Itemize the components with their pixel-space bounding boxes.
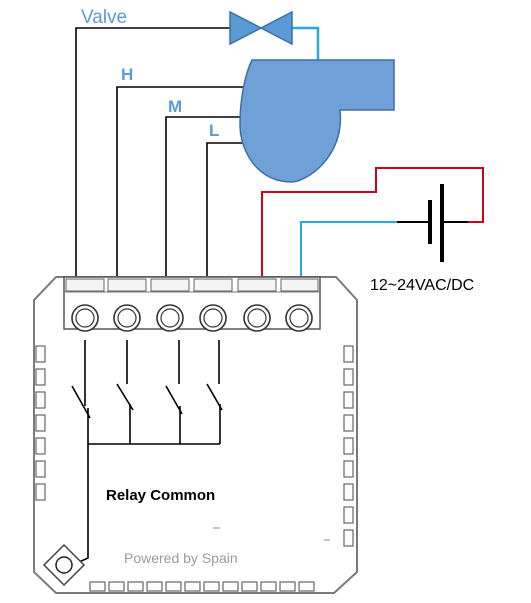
relay-switch-1 [71, 340, 91, 444]
low-speed-label: L [209, 121, 219, 140]
terminal-1 [65, 278, 105, 332]
terminal-6 [280, 278, 319, 332]
module-body [33, 276, 358, 594]
power-source-icon [397, 184, 468, 262]
high-speed-label: H [121, 65, 133, 84]
bottom-pins [89, 581, 315, 592]
medium-speed-label: M [168, 97, 182, 116]
valve-label: Valve [81, 7, 127, 28]
terminal-2 [107, 278, 147, 332]
valve-return-wire [291, 26, 320, 62]
decorative-marks [213, 527, 330, 541]
power-supply-label: 12~24VAC/DC [370, 277, 474, 294]
relay-switch-4 [206, 340, 223, 444]
right-side-pins [343, 345, 354, 547]
branding-label: Powered by Spain [124, 550, 238, 566]
terminal-screws [65, 278, 319, 332]
fan-icon [239, 59, 395, 183]
valve-wire [75, 27, 232, 276]
terminal-3 [150, 278, 190, 332]
relay-switch-2 [116, 340, 134, 444]
relay-switches [71, 340, 223, 444]
low-speed-wire [206, 142, 248, 276]
left-side-pins [35, 345, 46, 501]
terminal-4 [193, 278, 233, 332]
high-speed-wire [116, 86, 262, 276]
relay-common-label: Relay Common [106, 487, 215, 504]
negative-wire [300, 221, 397, 276]
relay-switch-3 [165, 340, 183, 444]
corner-mount-icon [42, 543, 86, 587]
valve-icon [229, 10, 293, 46]
positive-wire [261, 167, 484, 276]
medium-speed-wire [165, 116, 250, 276]
terminal-5 [237, 278, 277, 332]
